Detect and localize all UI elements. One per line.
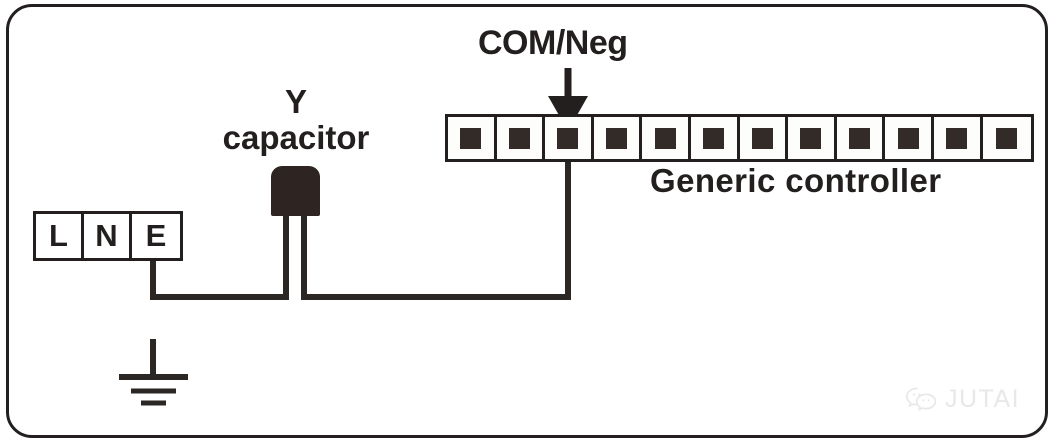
terminal-pad-12: [996, 127, 1018, 149]
generic-controller-terminal-strip[interactable]: [445, 114, 1035, 162]
terminal-cell-6[interactable]: [690, 117, 740, 159]
terminal-cell-3-com-neg[interactable]: [545, 117, 594, 159]
mains-terminal-block[interactable]: L N E: [33, 211, 183, 261]
com-neg-label: COM/Neg: [478, 24, 628, 62]
com-neg-pointer-arrow: [548, 68, 588, 131]
watermark-text: JUTAI: [945, 385, 1021, 413]
terminal-pad-9: [849, 127, 871, 149]
y-capacitor-label-line2: capacitor: [222, 118, 370, 156]
mains-terminal-n[interactable]: N: [84, 214, 132, 258]
terminal-cell-9[interactable]: [836, 117, 886, 159]
terminal-pad-1: [460, 127, 482, 149]
terminal-cell-8[interactable]: [788, 117, 837, 159]
terminal-cell-4[interactable]: [593, 117, 643, 159]
mains-terminal-l[interactable]: L: [36, 214, 84, 258]
terminal-cell-11[interactable]: [933, 117, 983, 159]
terminal-pad-8: [800, 127, 822, 149]
y-capacitor-label: Y capacitor: [196, 84, 396, 155]
terminal-pad-6: [703, 127, 725, 149]
wire-earth-to-capacitor: [150, 256, 289, 300]
terminal-pad-2: [508, 127, 530, 149]
y-capacitor-label-line1: Y: [284, 83, 307, 120]
terminal-pad-3: [557, 127, 579, 149]
terminal-cell-7[interactable]: [739, 117, 789, 159]
terminal-cell-1[interactable]: [448, 117, 497, 159]
terminal-pad-7: [751, 127, 773, 149]
terminal-cell-2[interactable]: [496, 117, 546, 159]
terminal-pad-5: [654, 127, 676, 149]
generic-controller-label: Generic controller: [650, 162, 942, 199]
mains-terminal-e[interactable]: E: [132, 214, 180, 258]
earth-ground-symbol: [119, 339, 188, 406]
wechat-icon: [905, 387, 937, 411]
terminal-pad-10: [897, 127, 919, 149]
jutai-watermark: JUTAI: [905, 385, 1020, 414]
terminal-cell-12[interactable]: [982, 117, 1032, 159]
capacitor-leads: [283, 214, 307, 297]
terminal-pad-4: [606, 127, 628, 149]
terminal-cell-5[interactable]: [642, 117, 691, 159]
y-capacitor-body: [271, 166, 320, 216]
terminal-cell-10[interactable]: [885, 117, 934, 159]
wire-com-to-capacitor: [301, 157, 571, 300]
terminal-pad-11: [946, 127, 968, 149]
